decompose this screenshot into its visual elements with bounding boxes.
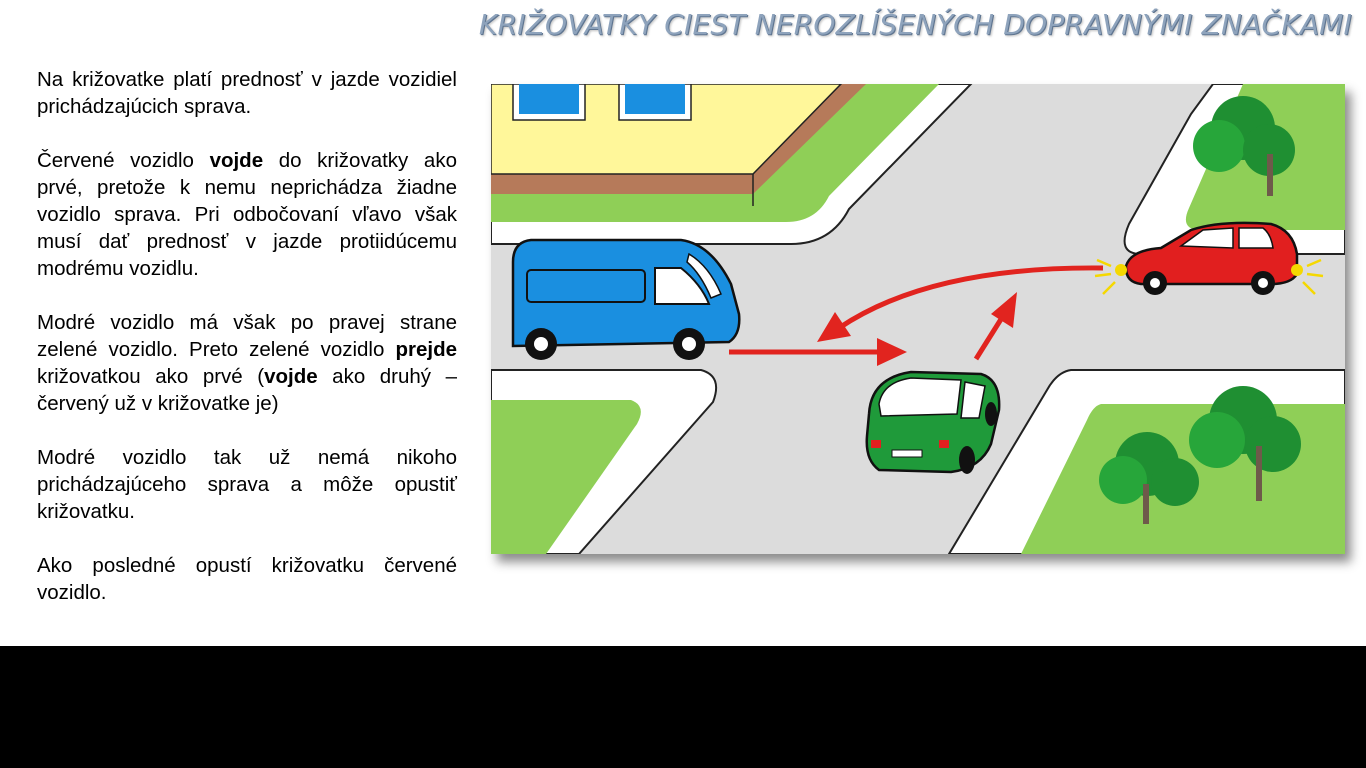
red-car <box>1094 221 1324 295</box>
intersection-illustration <box>491 84 1345 554</box>
text-run: Na križovatke platí prednosť v jazde voz… <box>37 68 457 118</box>
body-paragraph: Červené vozidlo vojde do križovatky ako … <box>37 147 457 282</box>
slide: KRIŽOVATKY CIEST NEROZLÍŠENÝCH DOPRAVNÝM… <box>0 0 1366 646</box>
green-car <box>865 370 1001 474</box>
body-text: Na križovatke platí prednosť v jazde voz… <box>37 66 457 633</box>
text-run: do križovatky ako prvé, pretože k nemu n… <box>37 149 457 280</box>
blue-van <box>511 238 741 360</box>
text-run: križovatkou ako prvé ( <box>37 365 265 388</box>
text-run: Modré vozidlo tak už nemá nikoho prichád… <box>37 446 457 523</box>
slide-title: KRIŽOVATKY CIEST NEROZLÍŠENÝCH DOPRAVNÝM… <box>478 8 1352 41</box>
top-left-block <box>491 84 973 245</box>
body-paragraph: Na križovatke platí prednosť v jazde voz… <box>37 66 457 120</box>
body-paragraph: Modré vozidlo tak už nemá nikoho prichád… <box>37 444 457 525</box>
tree-icon <box>1189 386 1301 501</box>
presentation-letterbox <box>0 646 1366 768</box>
bold-text: vojde <box>209 149 264 172</box>
blinker-icon <box>1094 258 1324 295</box>
body-paragraph: Modré vozidlo má však po pravej strane z… <box>37 309 457 417</box>
tree-icon <box>1099 432 1199 524</box>
arrow-icon <box>973 292 1017 361</box>
text-run: Červené vozidlo <box>37 149 210 172</box>
text-run: Modré vozidlo má však po pravej strane z… <box>37 311 457 361</box>
bold-text: vojde <box>264 365 318 388</box>
text-run: Ako posledné opustí križovatku červené v… <box>37 554 457 604</box>
text-run: ako druhý – červený už v križovatke je) <box>37 365 457 415</box>
tree-icon <box>1193 96 1295 196</box>
body-paragraph: Ako posledné opustí križovatku červené v… <box>37 552 457 606</box>
arrow-icon <box>817 265 1104 342</box>
arrow-icon <box>729 338 907 366</box>
bottom-left-block <box>491 369 717 554</box>
bold-text: prejde <box>395 338 457 361</box>
